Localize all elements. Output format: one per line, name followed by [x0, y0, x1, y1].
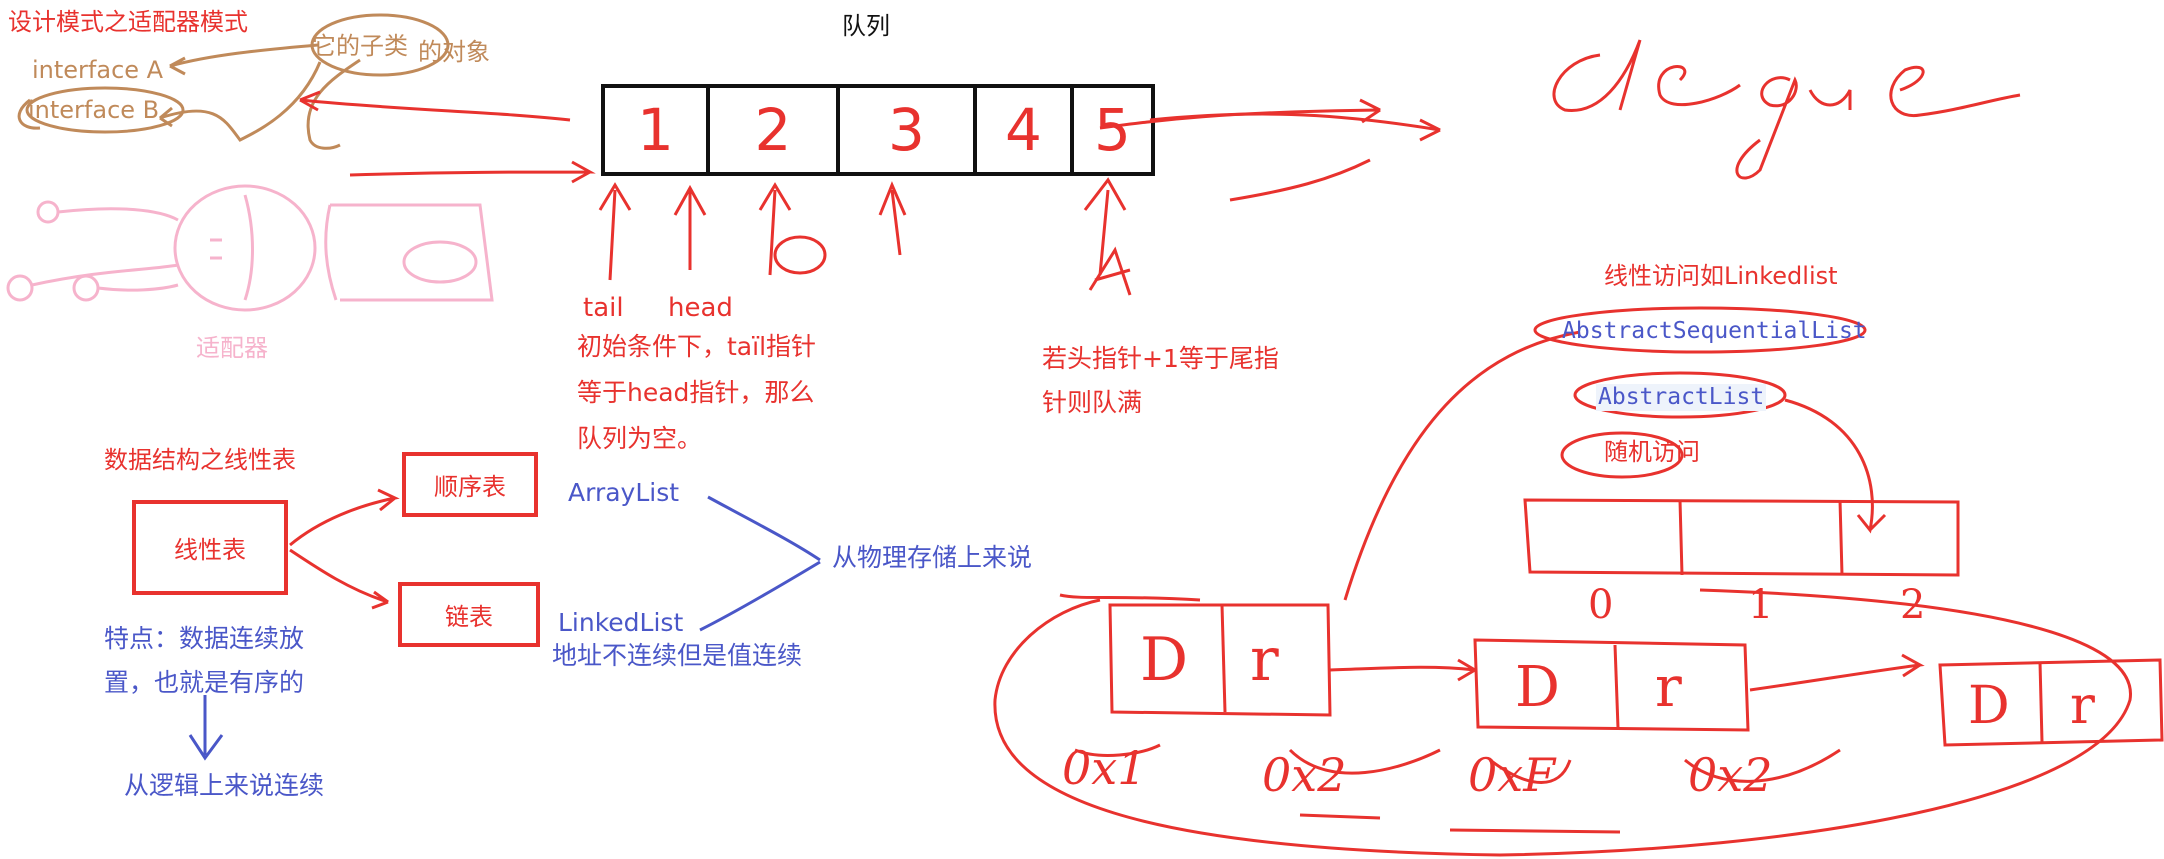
linked-table-box: 链表	[398, 582, 540, 647]
init-note-line-3: 队列为空。	[577, 424, 703, 453]
its-subclass-label: 它的子类	[312, 32, 408, 60]
head-label: head	[668, 293, 733, 323]
deque-scribble	[1552, 39, 2021, 180]
queue-outline	[601, 84, 1155, 176]
feature-line-1: 特点：数据连续放	[104, 624, 305, 653]
linear-table-arrows	[289, 488, 400, 610]
array-index: 0	[1588, 582, 1614, 628]
array-structure	[993, 306, 2164, 857]
physical-brace	[188, 495, 821, 761]
abstract-list-label: AbstractList	[1596, 384, 1767, 411]
physical-storage-note: 从物理存储上来说	[832, 543, 1033, 572]
queue-cell: 1	[637, 96, 674, 164]
linear-table-box: 线性表	[132, 500, 288, 595]
feature-line-2: 置，也就是有序的	[104, 668, 305, 697]
linear-access-note: 线性访问如Linkedlist	[1604, 262, 1838, 290]
queue-cell: 2	[754, 96, 792, 164]
queue-title: 队列	[842, 12, 890, 40]
arrow-to-interface-a	[169, 43, 319, 76]
queue-arrows	[299, 90, 1441, 296]
object-suffix-label: 的对象	[418, 38, 490, 66]
node-data-label: D	[1968, 676, 2010, 736]
linkedlist-label: LinkedList	[558, 608, 684, 637]
abstract-sequential-list-label: AbstractSequentialList	[1562, 318, 1867, 344]
queue-full-note-line-2: 针则队满	[1042, 388, 1143, 417]
array-index: 1	[1748, 582, 1774, 628]
adapter-label: 适配器	[196, 334, 268, 362]
node-ref-label: r	[1655, 655, 1682, 720]
interface-b-label: interface B	[28, 96, 160, 124]
node-address: 0x1	[1062, 741, 1147, 795]
node-data-label: D	[1140, 625, 1189, 695]
adapter-title: 设计模式之适配器模式	[8, 8, 248, 36]
queue-cell: 4	[1005, 96, 1042, 164]
address-note: 地址不连续但是值连续	[552, 641, 803, 670]
init-note-line-1: 初始条件下，taïl指针	[577, 332, 817, 361]
node-address: 0x2	[1262, 748, 1347, 802]
adapter-plug-doodle	[6, 184, 494, 312]
sequential-table-box: 顺序表	[402, 452, 538, 517]
arraylist-label: ArrayList	[568, 478, 680, 507]
array-index: 2	[1900, 582, 1926, 628]
logical-note: 从逻辑上来说连续	[124, 771, 325, 800]
queue-cell: 3	[888, 96, 925, 164]
node-data-label: D	[1515, 655, 1560, 720]
subclass-hook	[306, 58, 361, 150]
node-address: 0xF	[1468, 748, 1556, 802]
init-note-line-2: 等于head指针，那么	[577, 378, 815, 407]
adapter-sketch	[17, 13, 450, 150]
queue-diagram	[601, 84, 1155, 176]
queue-cell: 5	[1094, 96, 1131, 164]
node-ref-label: r	[1250, 625, 1279, 695]
bracket-left	[17, 98, 41, 130]
tail-label: tail	[583, 293, 624, 323]
interface-b-ellipse	[25, 86, 185, 134]
linear-title: 数据结构之线性表	[104, 446, 296, 474]
node-ref-label: r	[2070, 676, 2095, 736]
interface-a-label: interface A	[32, 56, 164, 84]
queue-full-note-line-1: 若头指针+1等于尾指	[1042, 344, 1279, 373]
arrow-to-interface-b	[159, 61, 322, 142]
random-access-label: 随机访问	[1604, 438, 1700, 466]
node-address: 0x2	[1688, 748, 1773, 802]
